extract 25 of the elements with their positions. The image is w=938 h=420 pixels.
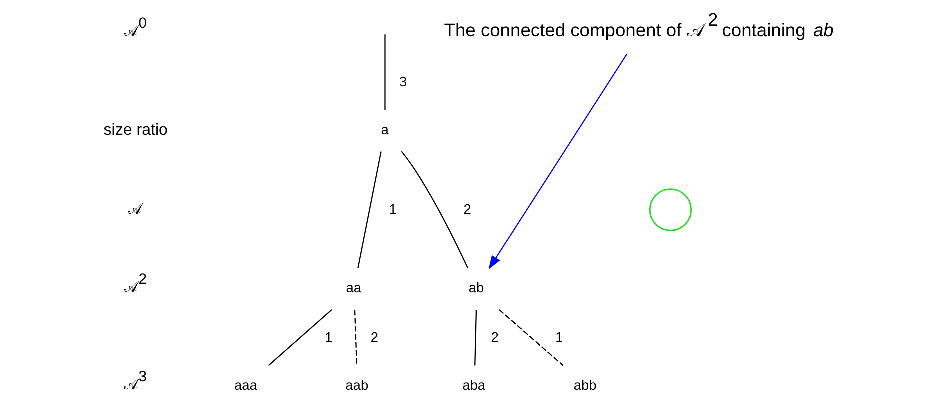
connector: [400, 151, 468, 268]
node-text: ab: [468, 280, 484, 296]
connector: [474, 310, 477, 366]
node-text: aba: [462, 378, 486, 394]
node-text: aab: [345, 378, 368, 394]
connector: [268, 310, 332, 366]
node-text: aa: [346, 280, 362, 296]
edge-label: 2: [490, 330, 498, 345]
label: size ratio: [103, 121, 168, 140]
edge-label: 1: [554, 330, 563, 345]
node-text: abb: [573, 378, 596, 394]
edge-label: 1: [324, 330, 332, 345]
edge-label: 3: [399, 74, 407, 90]
node-text: a: [380, 122, 388, 138]
edge-label: 2: [370, 330, 378, 345]
arrow: [488, 54, 627, 270]
edge-label: 1: [388, 202, 396, 218]
connector: [498, 310, 564, 366]
label: 𝒜: [127, 202, 142, 218]
node-circle: [648, 188, 692, 232]
edge-label: 2: [463, 202, 471, 218]
connector: [384, 34, 386, 110]
connector: [357, 152, 382, 268]
connector: [354, 310, 358, 366]
node-text: aaa: [234, 378, 257, 394]
